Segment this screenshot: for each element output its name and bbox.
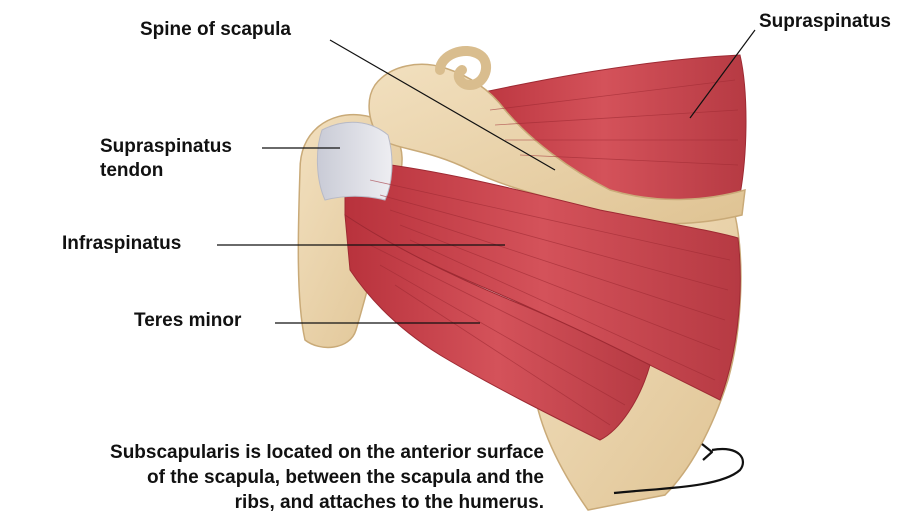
label-teres-minor: Teres minor bbox=[134, 309, 241, 332]
subscapularis-note-line2: of the scapula, between the scapula and … bbox=[147, 466, 544, 490]
label-infraspinatus: Infraspinatus bbox=[62, 232, 181, 255]
label-supraspinatus-tendon-line1: Supraspinatus bbox=[100, 135, 232, 158]
label-spine-of-scapula: Spine of scapula bbox=[140, 18, 291, 41]
label-supraspinatus: Supraspinatus bbox=[759, 10, 891, 33]
arrowhead-icon bbox=[702, 444, 712, 460]
label-supraspinatus-tendon-line2: tendon bbox=[100, 159, 163, 182]
subscapularis-note-line1: Subscapularis is located on the anterior… bbox=[110, 441, 544, 465]
supraspinatus-tendon bbox=[317, 122, 392, 200]
subscapularis-note-line3: ribs, and attaches to the humerus. bbox=[235, 491, 544, 515]
